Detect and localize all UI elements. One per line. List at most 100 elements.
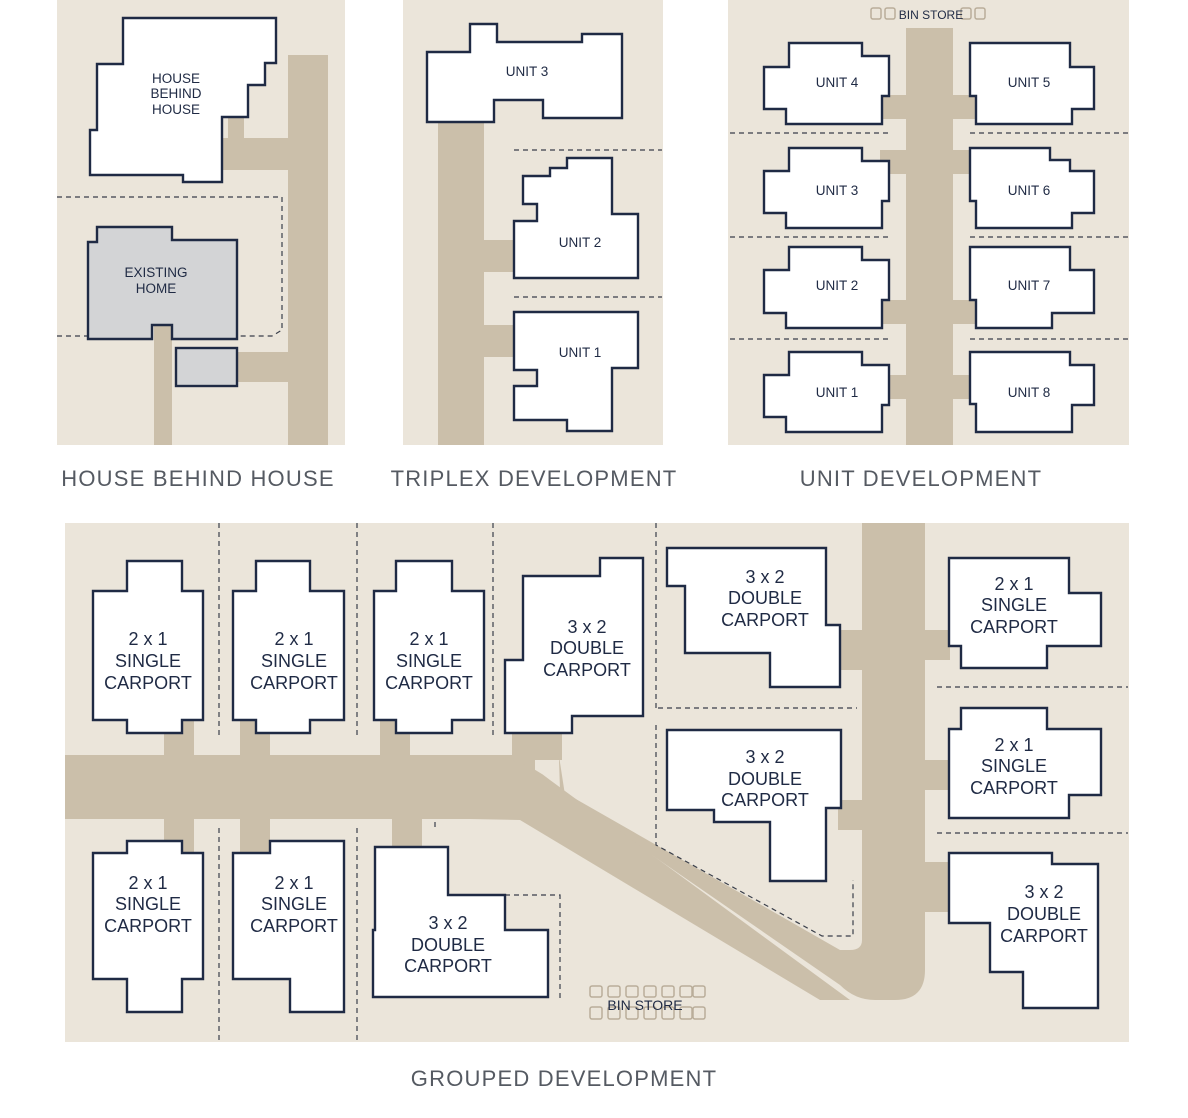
single-carport-lot-5 bbox=[91, 839, 205, 1014]
existing-garage bbox=[174, 346, 239, 388]
panel-title: HOUSE BEHIND HOUSE bbox=[61, 466, 334, 491]
svg-text:CARPORT: CARPORT bbox=[404, 956, 492, 976]
carport-label: 3 x 2 DOUBLE CARPORT bbox=[404, 913, 492, 976]
double-carport-lot-4 bbox=[503, 556, 645, 735]
existing-home-label: EXISTING HOME bbox=[124, 265, 187, 296]
carport-label: 2 x 1 SINGLE CARPORT bbox=[385, 629, 473, 693]
unit-6 bbox=[968, 146, 1096, 230]
svg-text:HOME: HOME bbox=[136, 281, 177, 296]
panel-title: GROUPED DEVELOPMENT bbox=[411, 1066, 717, 1091]
svg-text:DOUBLE: DOUBLE bbox=[728, 588, 802, 608]
svg-text:SINGLE: SINGLE bbox=[261, 651, 327, 671]
svg-text:SINGLE: SINGLE bbox=[261, 894, 327, 914]
carport-label: 3 x 2 DOUBLE CARPORT bbox=[543, 617, 631, 680]
panel-house-behind-house: HOUSE BEHIND HOUSE EXISTING HOME HOUSE B… bbox=[57, 0, 345, 491]
unit-label: UNIT 3 bbox=[506, 64, 549, 79]
panel-title: UNIT DEVELOPMENT bbox=[800, 466, 1043, 491]
svg-text:SINGLE: SINGLE bbox=[396, 651, 462, 671]
unit-4 bbox=[762, 41, 891, 126]
single-carport-lot-11 bbox=[947, 706, 1103, 820]
unit-5 bbox=[968, 41, 1096, 126]
svg-text:BIN STORE: BIN STORE bbox=[899, 8, 963, 22]
unit-label: UNIT 6 bbox=[1008, 183, 1051, 198]
svg-text:HOUSE: HOUSE bbox=[152, 71, 200, 86]
svg-text:3 x 2: 3 x 2 bbox=[745, 567, 784, 587]
panel-unit-development: BIN STORE UNIT 4 UNIT 3 UNIT 2 UNIT 1 UN… bbox=[728, 0, 1129, 491]
driveway bbox=[154, 55, 328, 445]
driveway bbox=[438, 118, 516, 445]
svg-text:BEHIND: BEHIND bbox=[150, 86, 201, 101]
svg-text:SINGLE: SINGLE bbox=[115, 651, 181, 671]
panel-title: TRIPLEX DEVELOPMENT bbox=[391, 466, 678, 491]
double-carport-lot-8 bbox=[665, 546, 842, 689]
svg-text:EXISTING: EXISTING bbox=[124, 265, 187, 280]
unit-label: UNIT 2 bbox=[559, 235, 602, 250]
svg-text:CARPORT: CARPORT bbox=[250, 673, 338, 693]
lot-boundary bbox=[57, 196, 283, 337]
unit-label: UNIT 8 bbox=[1008, 385, 1051, 400]
svg-text:3 x 2: 3 x 2 bbox=[428, 913, 467, 933]
triplex-unit-1 bbox=[512, 310, 640, 433]
svg-text:CARPORT: CARPORT bbox=[250, 916, 338, 936]
svg-text:SINGLE: SINGLE bbox=[115, 894, 181, 914]
carport-label: 2 x 1 SINGLE CARPORT bbox=[250, 629, 338, 693]
carport-label: 2 x 1 SINGLE CARPORT bbox=[104, 629, 192, 693]
panel-grouped-development: 2 x 1 SINGLE CARPORT 2 x 1 SINGLE CARPOR… bbox=[65, 523, 1129, 1091]
unit-label: UNIT 1 bbox=[816, 385, 859, 400]
driveway bbox=[880, 28, 980, 445]
triplex-unit-3 bbox=[425, 22, 624, 124]
svg-text:2 x 1: 2 x 1 bbox=[409, 629, 448, 649]
bin-store: BIN STORE bbox=[870, 7, 986, 22]
carport-label: 3 x 2 DOUBLE CARPORT bbox=[721, 747, 809, 810]
bin-store: BIN STORE bbox=[589, 985, 706, 1020]
rear-house-label: HOUSE BEHIND HOUSE bbox=[150, 71, 201, 117]
svg-text:2 x 1: 2 x 1 bbox=[274, 873, 313, 893]
triplex-unit-2 bbox=[512, 156, 640, 280]
svg-text:CARPORT: CARPORT bbox=[543, 660, 631, 680]
unit-2 bbox=[762, 245, 891, 330]
svg-text:CARPORT: CARPORT bbox=[1000, 926, 1088, 946]
svg-text:DOUBLE: DOUBLE bbox=[550, 638, 624, 658]
svg-text:3 x 2: 3 x 2 bbox=[1024, 882, 1063, 902]
unit-7 bbox=[968, 245, 1096, 330]
lot-boundaries bbox=[218, 523, 1128, 1042]
svg-text:SINGLE: SINGLE bbox=[981, 756, 1047, 776]
svg-text:2 x 1: 2 x 1 bbox=[994, 574, 1033, 594]
svg-text:CARPORT: CARPORT bbox=[970, 778, 1058, 798]
unit-8 bbox=[968, 350, 1096, 434]
carport-label: 2 x 1 SINGLE CARPORT bbox=[970, 735, 1058, 798]
unit-label: UNIT 7 bbox=[1008, 278, 1051, 293]
svg-text:CARPORT: CARPORT bbox=[385, 673, 473, 693]
double-carport-lot-9 bbox=[665, 728, 843, 883]
panel-triplex: UNIT 3 UNIT 2 UNIT 1 TRIPLEX DEVELOPMENT bbox=[391, 0, 678, 491]
unit-1 bbox=[762, 350, 891, 434]
unit-label: UNIT 3 bbox=[816, 183, 859, 198]
svg-text:2 x 1: 2 x 1 bbox=[128, 873, 167, 893]
svg-text:2 x 1: 2 x 1 bbox=[274, 629, 313, 649]
unit-3 bbox=[762, 146, 891, 230]
rear-house bbox=[88, 16, 278, 184]
svg-text:SINGLE: SINGLE bbox=[981, 595, 1047, 615]
svg-text:DOUBLE: DOUBLE bbox=[411, 935, 485, 955]
single-carport-lot-6 bbox=[231, 839, 346, 1014]
svg-text:3 x 2: 3 x 2 bbox=[567, 617, 606, 637]
unit-label: UNIT 2 bbox=[816, 278, 859, 293]
single-carport-lot-3 bbox=[372, 559, 486, 735]
carport-label: 3 x 2 DOUBLE CARPORT bbox=[1000, 882, 1088, 946]
svg-text:CARPORT: CARPORT bbox=[970, 617, 1058, 637]
double-carport-lot-12 bbox=[947, 851, 1100, 1010]
svg-text:BIN STORE: BIN STORE bbox=[607, 997, 682, 1013]
svg-text:2 x 1: 2 x 1 bbox=[128, 629, 167, 649]
single-carport-lot-10 bbox=[947, 556, 1103, 670]
svg-text:CARPORT: CARPORT bbox=[721, 790, 809, 810]
svg-text:HOUSE: HOUSE bbox=[152, 102, 200, 117]
svg-text:CARPORT: CARPORT bbox=[104, 916, 192, 936]
carport-label: 2 x 1 SINGLE CARPORT bbox=[970, 574, 1058, 637]
single-carport-lot-2 bbox=[231, 559, 346, 735]
carport-label: 3 x 2 DOUBLE CARPORT bbox=[721, 567, 809, 630]
svg-text:CARPORT: CARPORT bbox=[104, 673, 192, 693]
unit-label: UNIT 4 bbox=[816, 75, 859, 90]
carport-label: 2 x 1 SINGLE CARPORT bbox=[250, 873, 338, 936]
existing-home bbox=[86, 225, 239, 341]
